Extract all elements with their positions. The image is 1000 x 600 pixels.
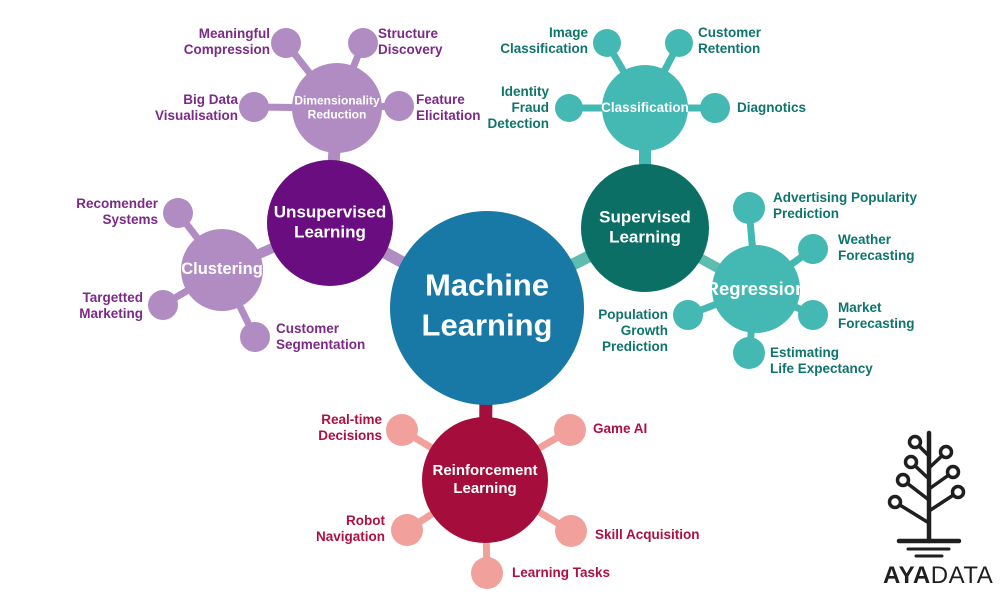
node-classification	[602, 65, 688, 151]
dimensionality-reduction-title: Dimensionality Reduction	[294, 93, 380, 122]
label-learning-tasks: Learning Tasks	[512, 565, 611, 580]
tree-node	[945, 464, 961, 480]
label-customer-segmentation: Customer Segmentation	[276, 321, 366, 352]
dot-identity-fraud-detection	[555, 94, 583, 122]
ayadata-logo-tree	[887, 430, 966, 558]
dot-customer-segmentation	[240, 322, 270, 352]
label-skill-acquisition: Skill Acquisition	[595, 527, 700, 542]
dot-meaningful-compression	[271, 28, 301, 58]
node-clustering	[181, 229, 263, 311]
label-big-data-visualisation: Big Data Visualisation	[154, 92, 238, 123]
machine-learning-title: Machine Learning	[421, 267, 553, 343]
unsupervised-learning-title: Unsupervised Learning	[273, 202, 387, 242]
label-market-forecasting: Market Forecasting	[838, 300, 915, 331]
node-regression	[712, 245, 800, 333]
label-real-time-decisions: Real-time Decisions	[318, 412, 382, 443]
label-game-ai: Game AI	[593, 421, 648, 436]
dot-skill-acquisition	[555, 515, 587, 547]
label-estimating-life-expectancy: Estimating Life Expectancy	[770, 345, 873, 376]
tree-node	[903, 454, 919, 470]
dot-market-forecasting	[798, 300, 828, 330]
label-weather-forecasting: Weather Forecasting	[838, 232, 915, 263]
label-structure-discovery: Structure Discovery	[378, 26, 443, 57]
dot-weather-forecasting	[798, 234, 828, 264]
node-supervised-learning	[581, 164, 709, 292]
dot-robot-navigation	[391, 514, 423, 546]
label-feature-elicitation: Feature Elicitation	[416, 92, 481, 123]
label-recomender-systems: Recomender Systems	[76, 196, 158, 227]
node-machine-learning	[390, 211, 584, 405]
ayadata-wordmark: AYADATA	[883, 562, 993, 590]
dot-recomender-systems	[163, 198, 193, 228]
dot-learning-tasks	[471, 557, 503, 589]
dot-diagnotics	[700, 93, 730, 123]
tree-node	[907, 434, 923, 450]
dot-advertising-popularity	[733, 192, 765, 224]
dot-real-time-decisions	[386, 414, 418, 446]
node-dimensionality-reduction	[292, 63, 382, 153]
dot-customer-retention	[665, 29, 693, 57]
tree-node	[887, 494, 903, 510]
dot-targetted-marketing	[148, 290, 178, 320]
reinforcement-learning-title: Reinforcement Learning	[432, 462, 538, 497]
clustering-title: Clustering	[181, 260, 263, 279]
dot-feature-elicitation	[384, 91, 414, 121]
label-diagnotics: Diagnotics	[737, 100, 807, 115]
supervised-learning-title: Supervised Learning	[599, 207, 691, 247]
dot-big-data-visualisation	[239, 92, 269, 122]
label-targetted-marketing: Targetted Marketing	[79, 290, 143, 321]
regression-title: Regression	[705, 277, 807, 299]
dot-image-classification	[593, 29, 621, 57]
label-meaningful-compression: Meaningful Compression	[183, 26, 270, 57]
label-population-growth-prediction: Population Growth Prediction	[598, 307, 668, 354]
label-image-classification: Image Classification	[500, 25, 588, 56]
tree-node	[950, 484, 966, 500]
node-unsupervised-learning	[267, 160, 393, 286]
label-customer-retention: Customer Retention	[698, 25, 762, 56]
dot-structure-discovery	[348, 28, 378, 58]
node-reinforcement-learning	[422, 417, 548, 543]
dot-game-ai	[554, 414, 586, 446]
tree-node	[938, 444, 954, 460]
dot-population-growth	[673, 300, 703, 330]
dot-estimating-life-expectancy	[733, 337, 765, 369]
tree-node	[895, 472, 911, 488]
label-identity-fraud-detection: Identity Fraud Detection	[487, 84, 549, 131]
ayadata-wordmark-aya: AYA	[883, 562, 931, 589]
ayadata-wordmark-data: DATA	[930, 562, 994, 589]
label-advertising-popularity-prediction: Advertising Popularity Prediction	[773, 190, 918, 221]
label-robot-navigation: Robot Navigation	[315, 513, 385, 544]
classification-title: Classification	[601, 99, 689, 115]
